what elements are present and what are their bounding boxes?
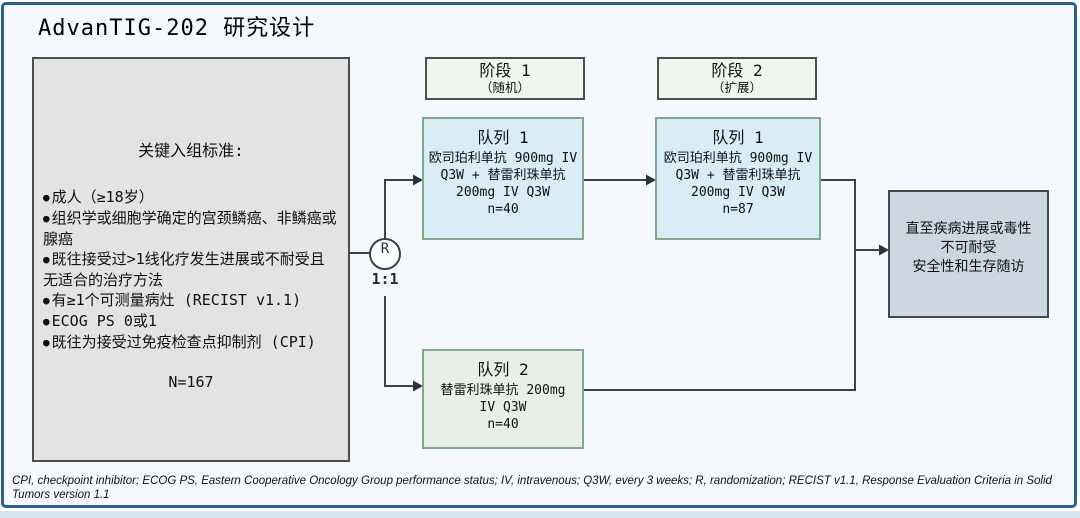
stage-1-header: 阶段 1 （随机） [425, 57, 585, 100]
treatment-line: 200mg IV Q3W [691, 185, 785, 200]
stage-1-label: 阶段 1 [479, 61, 531, 80]
cohort-2-box: 队列 2 替雷利珠单抗 200mg IV Q3W n=40 [422, 349, 584, 449]
cohort-name: 队列 1 [712, 128, 764, 147]
eligibility-criteria-list: 成人（≥18岁） 组织学或细胞学确定的宫颈鳞癌、非鳞癌或腺癌 既往接受过>1线化… [43, 187, 339, 353]
criterion-item: 成人（≥18岁） [43, 187, 339, 208]
abbreviations-footnote: CPI, checkpoint inhibitor; ECOG PS, East… [12, 475, 1052, 501]
criterion-item: 组织学或细胞学确定的宫颈鳞癌、非鳞癌或腺癌 [43, 208, 339, 249]
randomization-symbol: R [380, 241, 390, 257]
followup-line: 直至疾病进展或毒性 [905, 221, 1032, 237]
bottom-margin-strip [0, 511, 1080, 518]
treatment-line: 替雷利珠单抗 200mg [440, 383, 566, 398]
eligibility-heading: 关键入组标准: [138, 141, 244, 160]
stage-2-sublabel: （扩展） [711, 80, 762, 95]
cohort-n: n=40 [487, 202, 519, 217]
cohort-n: n=87 [722, 202, 754, 217]
cohort-1-stage-2-box: 队列 1 欧司珀利单抗 900mg IV Q3W + 替雷利珠单抗 200mg … [655, 117, 821, 240]
page-title: AdvanTIG-202 研究设计 [38, 16, 316, 41]
treatment-line: 欧司珀利单抗 900mg IV [663, 151, 813, 166]
criterion-item: 有≥1个可测量病灶 (RECIST v1.1) [43, 290, 339, 311]
stage-1-sublabel: （随机） [479, 80, 530, 95]
cohort-n: n=40 [487, 417, 519, 432]
stage-2-label: 阶段 2 [711, 61, 763, 80]
criterion-item: 既往为接受过免疫检查点抑制剂 (CPI) [43, 332, 339, 353]
treatment-line: IV Q3W [479, 400, 527, 415]
criterion-item: 既往接受过>1线化疗发生进展或不耐受且无适合的治疗方法 [43, 249, 339, 290]
stage-2-header: 阶段 2 （扩展） [657, 57, 817, 100]
cohort-1-stage-1-box: 队列 1 欧司珀利单抗 900mg IV Q3W + 替雷利珠单抗 200mg … [422, 117, 584, 240]
cohort-name: 队列 2 [477, 360, 529, 379]
treatment-line: 欧司珀利单抗 900mg IV [428, 151, 578, 166]
randomization-ratio: 1:1 [371, 270, 399, 288]
enrollment-total: N=167 [168, 373, 214, 391]
eligibility-box: 关键入组标准: 成人（≥18岁） 组织学或细胞学确定的宫颈鳞癌、非鳞癌或腺癌 既… [32, 57, 350, 462]
followup-line: 不可耐受 [940, 240, 997, 256]
criterion-item: ECOG PS 0或1 [43, 311, 339, 332]
treatment-line: 200mg IV Q3W [456, 185, 550, 200]
followup-line: 安全性和生存随访 [912, 259, 1025, 275]
cohort-name: 队列 1 [477, 128, 529, 147]
treatment-line: Q3W + 替雷利珠单抗 [440, 168, 566, 183]
followup-box: 直至疾病进展或毒性 不可耐受 安全性和生存随访 [888, 190, 1049, 318]
treatment-line: Q3W + 替雷利珠单抗 [675, 168, 801, 183]
